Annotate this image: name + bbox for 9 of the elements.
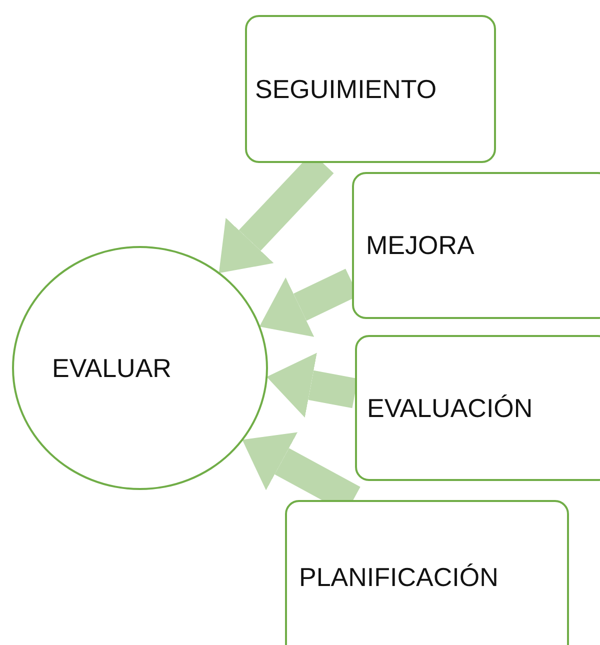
process-box [285, 500, 569, 645]
node-label: MEJORA [366, 230, 474, 261]
process-box [245, 15, 496, 163]
node-label: EVALUACIÓN [367, 392, 533, 424]
node-label: SEGUIMIENTO [255, 74, 437, 104]
node-label: EVALUAR [52, 352, 172, 384]
process-box [352, 172, 600, 319]
process-box [355, 335, 600, 481]
node-label: PLANIFICACIÓN [299, 562, 498, 593]
